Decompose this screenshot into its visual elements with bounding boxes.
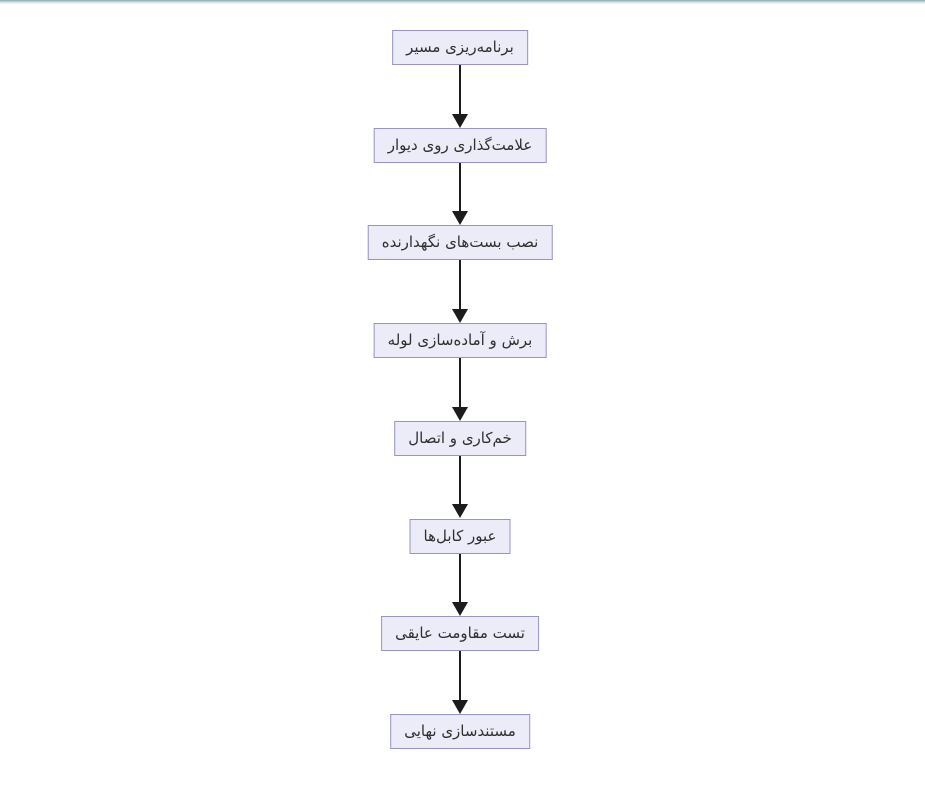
flowchart-node-8: مستندسازی نهایی [390,713,530,749]
arrow-line [459,162,461,212]
flowchart-node-6: عبور کابل‌ها [409,518,511,554]
arrow-line [459,553,461,603]
arrowhead-down-icon [452,113,468,128]
flowchart-node-4: برش و آماده‌سازی لوله [373,323,547,359]
flowchart-arrow-1-to-2 [452,65,468,128]
flowchart-arrow-6-to-7 [452,553,468,617]
arrowhead-down-icon [452,504,468,519]
flowchart-node-7: تست مقاومت عایقی [381,616,539,652]
flowchart-arrow-5-to-6 [452,455,468,519]
arrowhead-down-icon [452,406,468,421]
flowchart-node-2: علامت‌گذاری روی دیوار [373,127,547,163]
arrowhead-down-icon [452,309,468,324]
arrow-line [459,260,461,310]
flowchart-arrow-2-to-3 [452,162,468,226]
arrowhead-down-icon [452,602,468,617]
flowchart-node-1: برنامه‌ریزی مسیر [392,30,528,65]
flowchart-arrow-4-to-5 [452,358,468,421]
arrow-line [459,651,461,700]
arrow-line [459,358,461,407]
top-accent-bar [0,0,925,4]
arrowhead-down-icon [452,211,468,226]
arrow-line [459,455,461,505]
flowchart-arrow-3-to-4 [452,260,468,324]
flowchart-node-3: نصب بست‌های نگهدارنده [367,225,553,261]
arrow-line [459,65,461,114]
arrowhead-down-icon [452,699,468,714]
flowchart-node-5: خم‌کاری و اتصال [394,420,526,456]
flowchart-arrow-7-to-8 [452,651,468,714]
